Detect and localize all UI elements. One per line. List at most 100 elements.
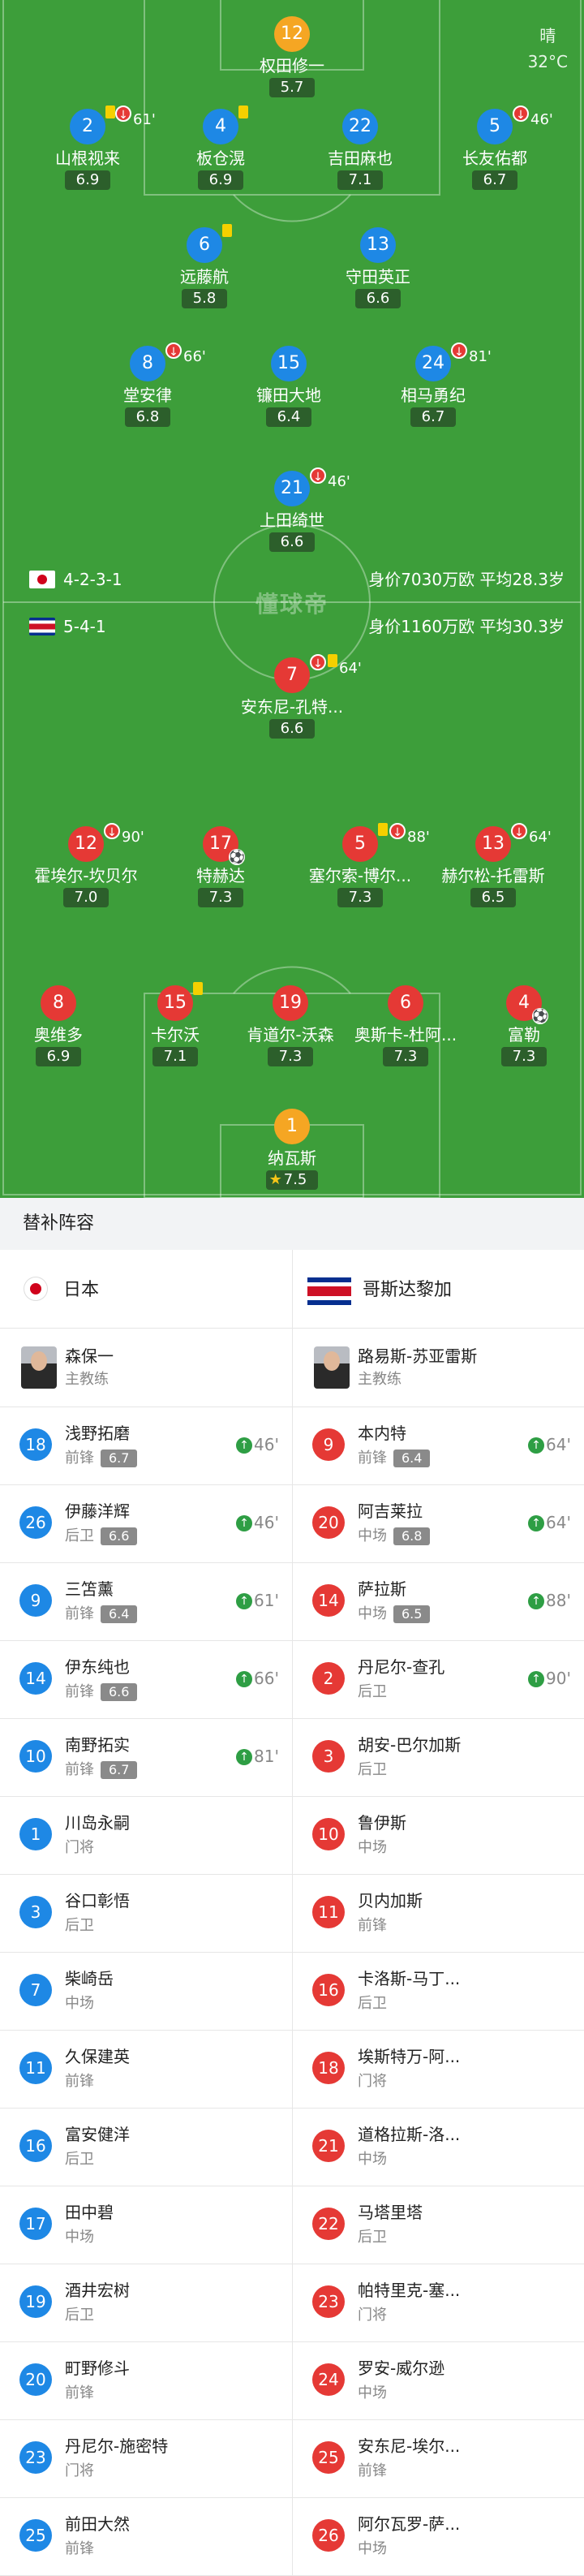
- team-right[interactable]: 哥斯达黎加: [292, 1250, 584, 1328]
- player-name: 安东尼-埃尔...: [358, 2436, 461, 2456]
- player-name: 伊藤洋辉: [65, 1501, 130, 1521]
- player-name: 伊东纯也: [65, 1657, 130, 1677]
- player-position: 后卫: [65, 2307, 94, 2324]
- player-rating: 5.7: [268, 78, 316, 97]
- player-name: 相马勇纪: [401, 386, 466, 405]
- player-number: 15: [157, 982, 203, 1021]
- player-number: 17: [19, 2208, 52, 2240]
- player-number: 9: [312, 1428, 345, 1461]
- player-number: 5↓46': [477, 106, 553, 144]
- player-name: 远藤航: [180, 267, 229, 286]
- sub-minute: 66': [183, 348, 206, 365]
- coach-left[interactable]: 森保一 主教练: [0, 1329, 292, 1406]
- pitch: 晴 32°C 懂球帝 12 权田修一 5.7 2↓61' 山根视来 6.9 4 …: [0, 0, 584, 1198]
- sub-out-icon: ↓: [451, 342, 467, 359]
- player-name: 田中碧: [65, 2203, 114, 2222]
- player-japan-def[interactable]: 2↓61' 山根视来 6.9: [15, 106, 161, 190]
- player-rating: 6.9: [35, 1047, 82, 1066]
- sub-out-icon: ↓: [165, 342, 182, 359]
- player-japan-am[interactable]: 24↓81' 相马勇纪 6.7: [360, 342, 506, 427]
- player-rating: 7.3: [267, 1047, 314, 1066]
- player-number: 1: [19, 1818, 52, 1850]
- player-number: 3: [19, 1896, 52, 1928]
- coach-name: 路易斯-苏亚雷斯: [358, 1346, 478, 1366]
- player-costa-rica-mid[interactable]: 12↓90' 霍埃尔-坎贝尔 7.0: [13, 823, 159, 907]
- player-position: 后卫: [65, 1917, 94, 1934]
- player-costa-rica-gk[interactable]: 1 纳瓦斯 ★7.5: [219, 1109, 365, 1190]
- player-rating: 6.6: [354, 289, 402, 308]
- player-name: 阿吉莱拉: [358, 1501, 423, 1521]
- player-japan-def[interactable]: 22 吉田麻也 7.1: [287, 109, 433, 190]
- player-costa-rica-def[interactable]: 6 奥斯卡-杜阿... 7.3: [333, 985, 479, 1066]
- player-japan-mid[interactable]: 13 守田英正 6.6: [305, 227, 451, 308]
- weather-info: 晴 32°C: [528, 23, 568, 75]
- player-rating: 7.3: [500, 1047, 548, 1066]
- player-japan-mid[interactable]: 6 远藤航 5.8: [131, 224, 277, 308]
- player-name: 鲁伊斯: [358, 1813, 406, 1833]
- player-costa-rica-mid[interactable]: 5↓88' 塞尔索-博尔... 7.3: [287, 823, 433, 907]
- player-japan-am[interactable]: 8↓66' 堂安律 6.8: [75, 342, 221, 427]
- player-costa-rica-fw[interactable]: 7↓64' 安东尼-孔特... 6.6: [219, 654, 365, 739]
- sub-minute: 46': [328, 473, 350, 490]
- player-number: 20: [312, 1506, 345, 1539]
- star-icon: ★: [268, 1171, 282, 1188]
- player-japan-gk[interactable]: 12 权田修一 5.7: [219, 16, 365, 97]
- player-costa-rica-mid[interactable]: 13↓64' 赫尔松-托雷斯 6.5: [420, 823, 566, 907]
- player-number: 9: [19, 1584, 52, 1617]
- player-japan-fw[interactable]: 21↓46' 上田绮世 6.6: [219, 467, 365, 552]
- player-rating: ★7.5: [265, 1170, 319, 1190]
- team-value: 身价1160万欧 平均30.3岁: [368, 617, 565, 636]
- player-costa-rica-def[interactable]: 19 肯道尔-沃森 7.3: [217, 985, 363, 1066]
- player-name: 卡洛斯-马丁...: [358, 1969, 461, 1988]
- player-japan-def[interactable]: 5↓46' 长友佑都 6.7: [422, 106, 568, 190]
- player-rating: 6.4: [265, 407, 312, 427]
- player-japan-def[interactable]: 4 板仓滉 6.9: [148, 106, 294, 190]
- team-left[interactable]: 日本: [0, 1250, 292, 1328]
- coach-right[interactable]: 路易斯-苏亚雷斯 主教练: [292, 1329, 584, 1406]
- player-costa-rica-def[interactable]: 8 奥维多 6.9: [0, 985, 131, 1066]
- player-number: 10: [19, 1740, 52, 1773]
- player-rating: 6.5: [393, 1605, 431, 1623]
- player-japan-am[interactable]: 15 镰田大地 6.4: [216, 346, 362, 427]
- player-name: 特赫达: [196, 866, 245, 885]
- player-costa-rica-def[interactable]: 4⚽ 富勒 7.3: [451, 985, 584, 1066]
- player-rating: 6.6: [101, 1527, 138, 1545]
- player-costa-rica-def[interactable]: 15 卡尔沃 7.1: [102, 982, 248, 1066]
- player-name: 霍埃尔-坎贝尔: [34, 866, 138, 885]
- player-costa-rica-mid[interactable]: 17⚽ 特赫达 7.3: [148, 826, 294, 907]
- yellow-card-icon: [105, 106, 115, 118]
- costa-rica-flag-icon: [29, 618, 55, 635]
- player-position: 前锋: [65, 2384, 94, 2402]
